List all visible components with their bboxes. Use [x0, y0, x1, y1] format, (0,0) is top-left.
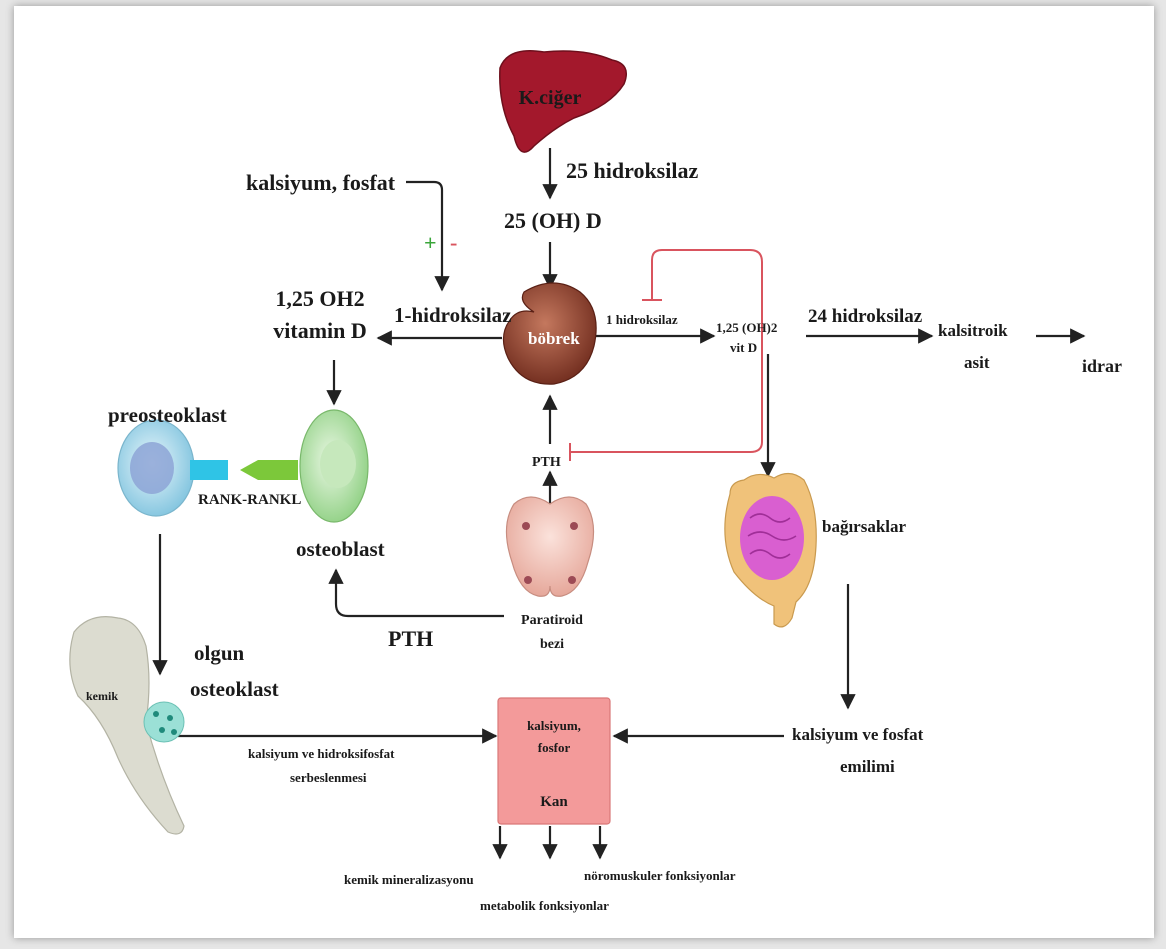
label-kidney: böbrek: [528, 329, 580, 348]
label-pth-small: PTH: [532, 455, 561, 470]
label-out-metabolic: metabolik fonksiyonlar: [480, 898, 609, 913]
label-intestines: bağırsaklar: [822, 517, 907, 536]
label-calcitroic-line2: asit: [964, 353, 990, 372]
label-pth-big: PTH: [388, 626, 433, 651]
label-plus: +: [424, 230, 437, 255]
intestines-icon: [725, 473, 816, 626]
label-blood-line2: fosfor: [538, 740, 571, 755]
label-1-hydroxylase-small: 1 hidroksilaz: [606, 312, 678, 327]
figure-frame: K.ciğer 25 hidroksilaz 25 (OH) D kalsiyu…: [14, 6, 1154, 938]
label-parathyroid-line2: bezi: [540, 637, 564, 652]
label-vitd-small-line2: vit D: [730, 340, 757, 355]
label-liver: K.ciğer: [519, 87, 582, 109]
label-bone: kemik: [86, 689, 118, 703]
inhibition-lines: [570, 250, 762, 461]
mature-osteoclast-icon: [144, 702, 184, 742]
parathyroid-gland-icon: [506, 497, 593, 596]
label-release-line1: kalsiyum ve hidroksifosfat: [248, 746, 395, 761]
inhibition-feedback-1hydroxylase: [652, 250, 762, 306]
rank-receptor-icon: [190, 460, 236, 480]
label-25-hydroxylase: 25 hidroksilaz: [566, 158, 698, 183]
label-out-mineral: kemik mineralizasyonu: [344, 872, 474, 887]
label-calcitroic-line1: kalsitroik: [938, 321, 1008, 340]
rankl-ligand-icon: [240, 460, 298, 480]
label-mature-line1: olgun: [194, 641, 245, 665]
label-out-neuro: nöromuskuler fonksiyonlar: [584, 868, 736, 883]
label-urine: idrar: [1082, 356, 1122, 376]
label-minus: -: [450, 230, 457, 255]
label-preosteoclast: preosteoklast: [108, 403, 227, 427]
label-absorption-line1: kalsiyum ve fosfat: [792, 725, 924, 744]
label-mature-line2: osteoklast: [190, 677, 279, 701]
label-release-line2: serbeslenmesi: [290, 770, 367, 785]
label-blood-line1: kalsiyum,: [527, 718, 581, 733]
label-absorption-line2: emilimi: [840, 757, 895, 776]
osteoblast-cell-icon: [300, 410, 368, 522]
preosteoclast-cell-icon: [118, 420, 194, 516]
vitamin-d-metabolism-diagram: K.ciğer 25 hidroksilaz 25 (OH) D kalsiyu…: [14, 6, 1154, 938]
label-vitd-line2: vitamin D: [273, 318, 367, 343]
label-1-hydroxylase: 1-hidroksilaz: [394, 303, 511, 327]
arrow-parathyroid-to-osteoblast: [336, 570, 504, 616]
label-rank-rankl: RANK-RANKL: [198, 492, 301, 508]
label-osteoblast: osteoblast: [296, 537, 385, 561]
label-25ohd: 25 (OH) D: [504, 208, 602, 233]
label-parathyroid-line1: Paratiroid: [521, 613, 583, 628]
label-24-hydroxylase: 24 hidroksilaz: [808, 306, 923, 327]
label-vitd-small-line1: 1,25 (OH)2: [716, 320, 777, 335]
label-ca-phos-input: kalsiyum, fosfat: [246, 170, 396, 195]
label-blood-line3: Kan: [540, 794, 568, 810]
label-vitd-line1: 1,25 OH2: [275, 286, 364, 311]
